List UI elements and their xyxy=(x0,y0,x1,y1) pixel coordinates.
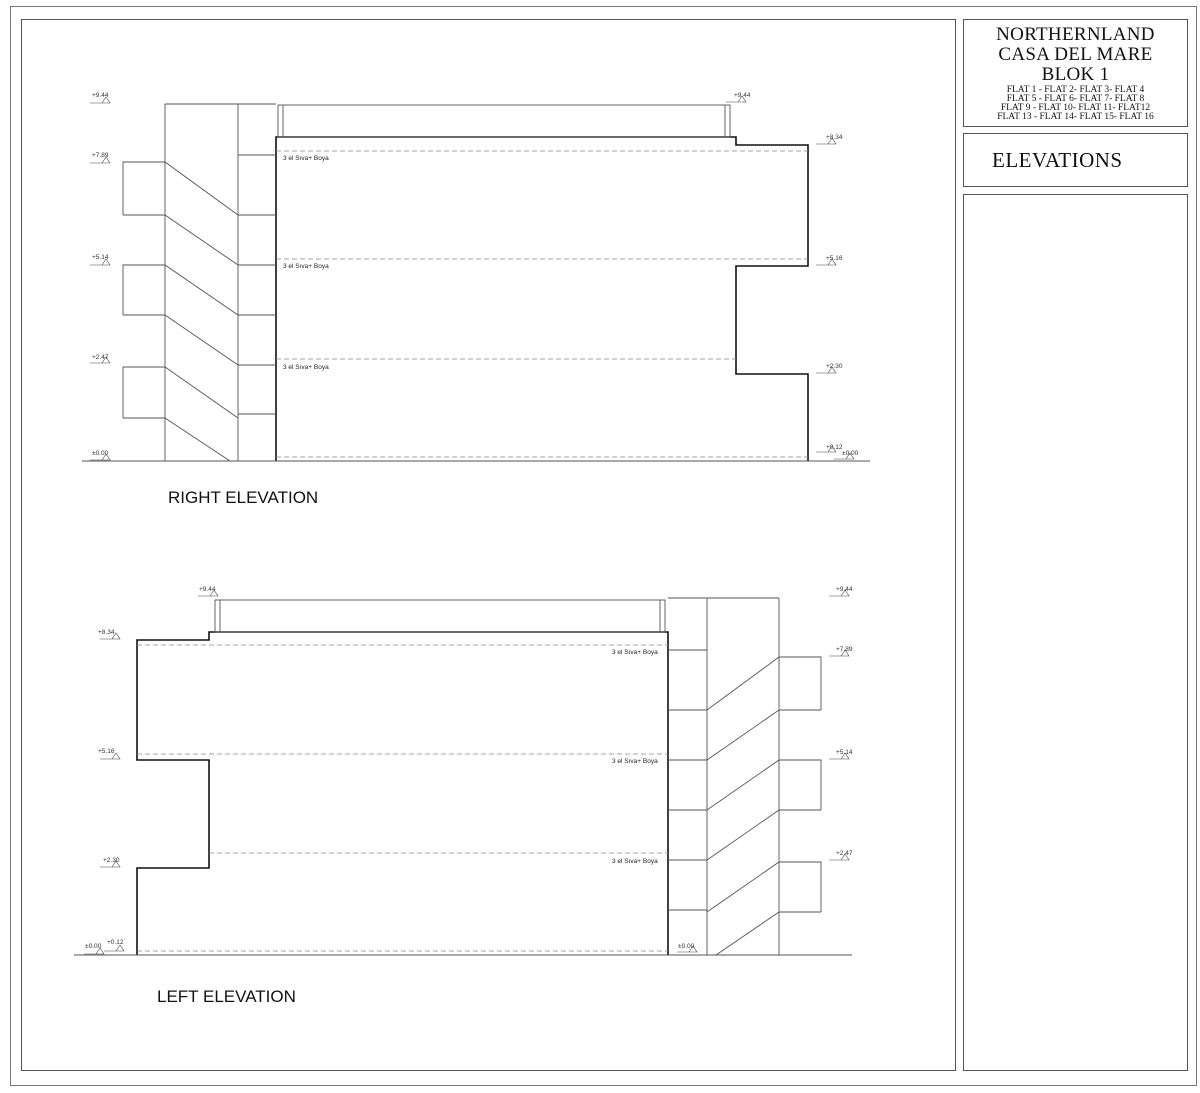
left-elev-level-labels-right: +9.44 +7.89 +5.14 +2.47 ±0.00 xyxy=(678,586,853,950)
material-label: 3 el Sıva+ Boya xyxy=(612,858,658,865)
flat-row: FLAT 5 - FLAT 6- FLAT 7- FLAT 8 xyxy=(1006,94,1145,104)
left-elev-outline xyxy=(136,631,669,955)
level-label: ±0.00 xyxy=(92,450,109,457)
level-label: +5.16 xyxy=(826,255,843,262)
level-label: +8.34 xyxy=(826,134,843,141)
level-label: +0.12 xyxy=(826,444,843,451)
left-elev-stair-core xyxy=(74,597,852,956)
material-label: 3 el Sıva+ Boya xyxy=(283,263,329,270)
left-elev-level-labels-left: +9.44 +8.34 +5.16 +2.30 +0.12 ±0.00 xyxy=(85,586,216,950)
left-elev-level-markers-left xyxy=(84,589,219,955)
building-name: CASA DEL MARE xyxy=(998,44,1153,65)
right-elevation-caption: RIGHT ELEVATION xyxy=(168,488,319,507)
material-label: 3 el Sıva+ Boya xyxy=(283,364,329,371)
title-block: NORTHERNLAND CASA DEL MARE BLOK 1 FLAT 1… xyxy=(963,19,1188,127)
level-label: +2.47 xyxy=(836,850,853,857)
material-label: 3 el Sıva+ Boya xyxy=(612,758,658,765)
right-elev-material-labels: 3 el Sıva+ Boya 3 el Sıva+ Boya 3 el Sıv… xyxy=(283,155,329,371)
level-label: ±0.00 xyxy=(85,943,102,950)
drawing-area xyxy=(21,19,956,1071)
sheet-title: ELEVATIONS xyxy=(992,148,1123,172)
right-elev-level-labels-left: +9.44 +7.89 +5.14 +2.47 ±0.00 xyxy=(92,92,109,457)
project-name: NORTHERNLAND xyxy=(996,24,1155,45)
level-label: +5.14 xyxy=(836,749,853,756)
right-elev-level-markers-right xyxy=(726,95,855,460)
left-elev-material-labels: 3 el Sıva+ Boya 3 el Sıva+ Boya 3 el Sıv… xyxy=(612,649,658,865)
level-label: +5.14 xyxy=(92,254,109,261)
level-label: +8.34 xyxy=(98,629,115,636)
right-elev-stair-core xyxy=(82,103,870,462)
right-elev-floor-lines xyxy=(276,150,808,458)
level-label: ±0.00 xyxy=(678,943,695,950)
level-label: +7.89 xyxy=(836,646,853,653)
level-label: +7.89 xyxy=(92,152,109,159)
level-label: +2.47 xyxy=(92,354,109,361)
flat-row: FLAT 9 - FLAT 10- FLAT 11- FLAT12 xyxy=(1000,103,1151,113)
level-label: ±0.00 xyxy=(842,450,859,457)
sheet-border xyxy=(10,6,1197,1086)
level-label: +9.44 xyxy=(836,586,853,593)
flat-list: FLAT 1 - FLAT 2- FLAT 3- FLAT 4 FLAT 5 -… xyxy=(964,85,1187,122)
flat-row: FLAT 1 - FLAT 2- FLAT 3- FLAT 4 xyxy=(1006,85,1145,95)
sheet-title-box: ELEVATIONS xyxy=(963,133,1188,187)
level-label: +9.44 xyxy=(199,586,216,593)
level-label: +2.30 xyxy=(103,857,120,864)
level-label: +5.16 xyxy=(98,748,115,755)
left-elev-level-markers-right xyxy=(677,589,850,953)
left-elev-floor-lines xyxy=(137,644,668,952)
level-label: +9.44 xyxy=(734,92,751,99)
material-label: 3 el Sıva+ Boya xyxy=(612,649,658,656)
left-elevation-caption: LEFT ELEVATION xyxy=(157,987,296,1006)
material-label: 3 el Sıva+ Boya xyxy=(283,155,329,162)
block-name: BLOK 1 xyxy=(1041,64,1110,85)
right-elev-level-labels-right: +9.44 +8.34 +5.16 +2.30 +0.12 ±0.00 xyxy=(734,92,859,457)
level-label: +9.44 xyxy=(92,92,109,99)
level-label: +0.12 xyxy=(107,939,124,946)
notes-box xyxy=(963,194,1188,1071)
flat-row: FLAT 13 - FLAT 14- FLAT 15- FLAT 16 xyxy=(997,112,1154,122)
level-label: +2.30 xyxy=(826,363,843,370)
right-elev-level-markers-left xyxy=(90,96,111,461)
